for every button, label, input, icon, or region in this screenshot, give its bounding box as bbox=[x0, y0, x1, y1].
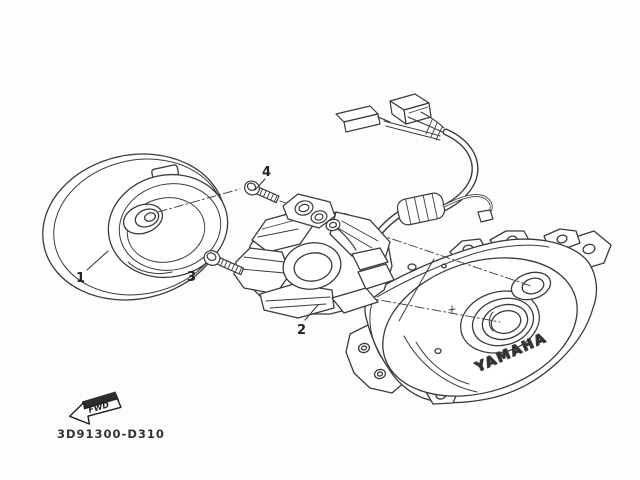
crankcase-cover: YAMAHA bbox=[345, 228, 612, 405]
callout-1-label: 1 bbox=[76, 271, 85, 286]
callout-3: 3 bbox=[187, 262, 207, 285]
part-number-label: 3D91300-D310 bbox=[57, 427, 165, 441]
pickup-coil bbox=[282, 193, 357, 251]
callout-4-label: 4 bbox=[262, 165, 271, 180]
harness-grommet bbox=[396, 192, 446, 226]
bolt-3 bbox=[203, 250, 245, 276]
callout-2-label: 2 bbox=[297, 323, 306, 338]
callout-1: 1 bbox=[76, 250, 109, 286]
callout-4: 4 bbox=[254, 165, 271, 191]
harness-connector-large bbox=[389, 93, 432, 125]
wire-harness bbox=[335, 93, 494, 284]
harness-terminal bbox=[477, 209, 494, 223]
harness-connector-small bbox=[335, 105, 391, 133]
callout-2: 2 bbox=[297, 304, 319, 338]
fwd-arrow: FWD bbox=[69, 391, 122, 425]
bolt-4 bbox=[244, 180, 280, 204]
callout-3-label: 3 bbox=[187, 270, 196, 285]
flywheel-rotor bbox=[42, 153, 229, 301]
